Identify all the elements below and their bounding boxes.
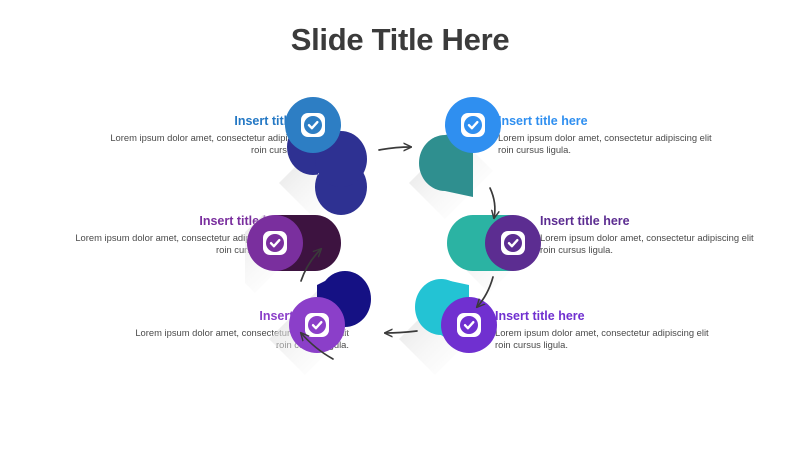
step-title-4: Insert title here: [495, 309, 585, 323]
cycle-node-2[interactable]: [419, 97, 501, 197]
step-text-3: Insert title here Lorem ipsum dolor amet…: [540, 214, 754, 257]
cycle-node-4[interactable]: [415, 279, 497, 353]
arrow-4-5: [385, 331, 418, 333]
step-body-3: Lorem ipsum dolor amet, consectetur adip…: [540, 232, 754, 256]
arrow-6-1: [300, 249, 321, 282]
step-text-4: Insert title here Lorem ipsum dolor amet…: [495, 309, 709, 352]
arrow-5-6: [301, 333, 334, 360]
step-text-2: Insert title here Lorem ipsum dolor amet…: [498, 114, 712, 157]
arrow-1-2: [378, 147, 411, 150]
cycle-node-1[interactable]: [285, 97, 367, 215]
page-title: Slide Title Here: [290, 22, 510, 57]
cycle-node-6[interactable]: [247, 215, 341, 271]
step-body-4: Lorem ipsum dolor amet, consectetur adip…: [495, 327, 709, 351]
cycle-node-3[interactable]: [447, 215, 541, 271]
cycle-diagram: [245, 85, 555, 385]
step-title-2: Insert title here: [498, 114, 588, 128]
step-title-3: Insert title here: [540, 214, 630, 228]
step-body-2: Lorem ipsum dolor amet, consectetur adip…: [498, 132, 712, 156]
cycle-node-5[interactable]: [289, 271, 371, 353]
arrow-3-4: [477, 276, 494, 307]
arrow-2-3: [489, 187, 495, 218]
cycle-arrows: [300, 147, 495, 360]
